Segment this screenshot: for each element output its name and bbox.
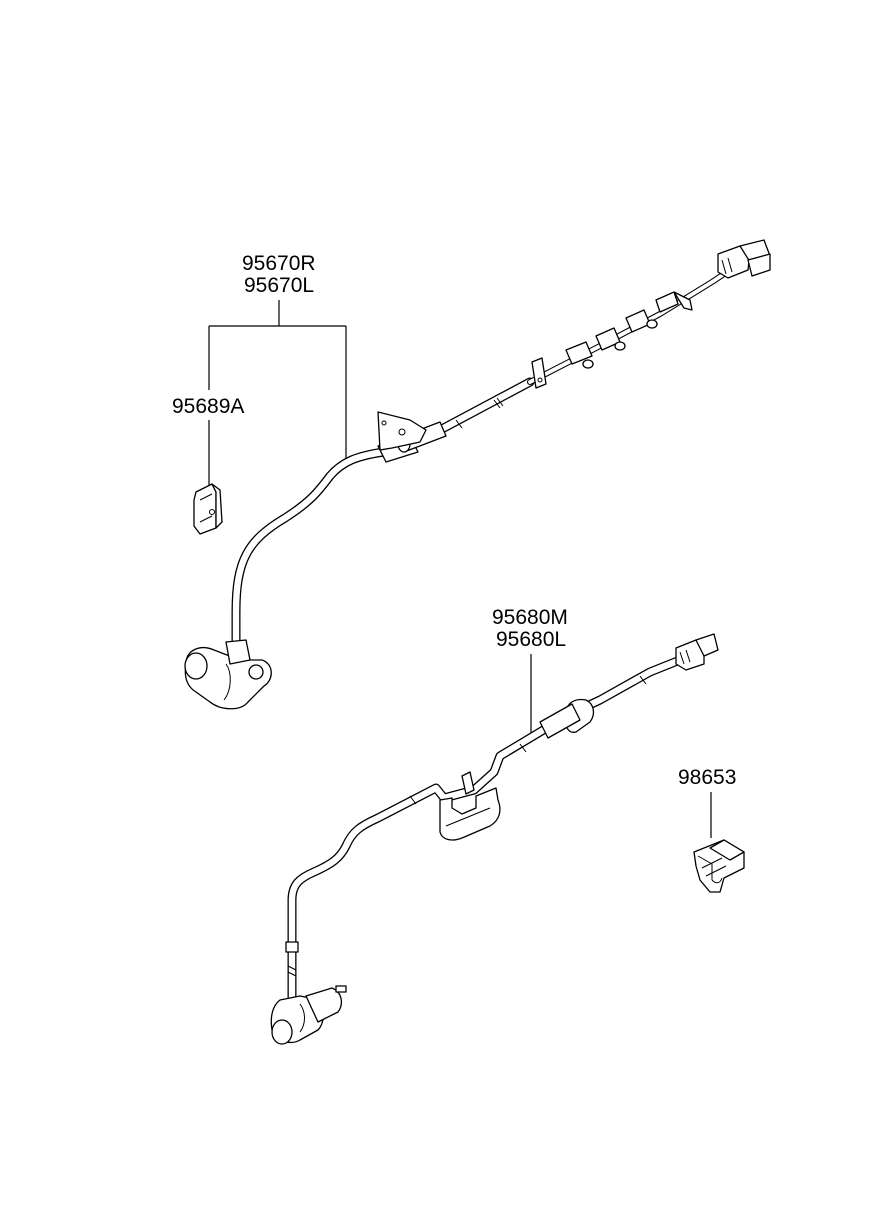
part-number-95689a: 95689A (172, 395, 244, 418)
part-number-98653: 98653 (678, 766, 736, 789)
part-number-95670l: 95670L (244, 274, 314, 297)
rear-wheel-speed-sensor (270, 633, 719, 1045)
harness-clip (693, 839, 745, 893)
front-wheel-speed-sensor (184, 239, 771, 710)
leader-lines (208, 300, 712, 838)
sensor-bracket (193, 483, 223, 535)
part-number-95680l: 95680L (496, 628, 566, 651)
part-number-95680m: 95680M (492, 606, 568, 629)
part-number-95670r: 95670R (242, 252, 316, 275)
